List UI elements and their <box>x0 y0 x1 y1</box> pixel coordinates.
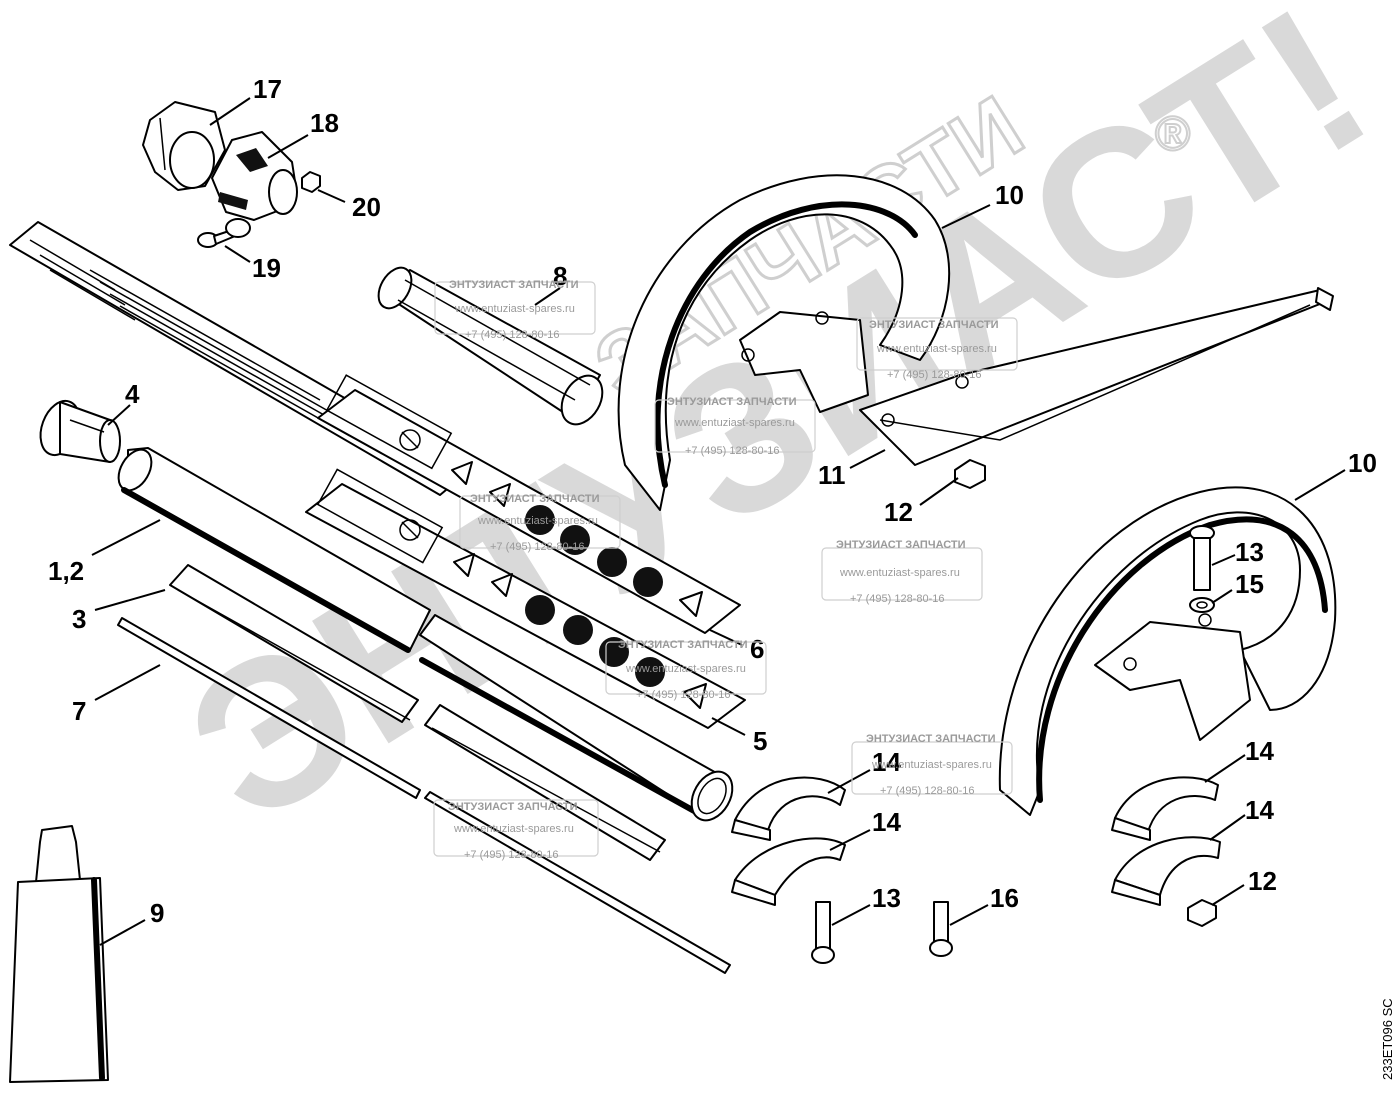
part-14-clamp-a <box>731 776 846 841</box>
stamp-phone: +7 (495) 128-80-16 <box>880 785 974 797</box>
part-1-2-tube <box>117 447 734 822</box>
stamp-url: www.entuziast-spares.ru <box>453 823 574 835</box>
part-3-liner <box>169 564 666 861</box>
part-15-washer <box>1189 597 1215 613</box>
stamp-phone: +7 (495) 128-80-16 <box>464 849 558 861</box>
stamp-phone: +7 (495) 128-80-16 <box>685 445 779 457</box>
drawing-code: 233ET096 SC <box>1380 998 1395 1080</box>
part-12-nut-upper <box>954 459 986 489</box>
stamp-title: ЭНТУЗИАСТ ЗАПЧАСТИ <box>866 733 996 745</box>
part-19-screw <box>197 218 251 248</box>
part-8-sleeve <box>377 266 604 426</box>
callout-12-lower: 12 <box>1248 866 1277 896</box>
callout-6: 6 <box>750 634 764 664</box>
watermark-stamp-3: ЭНТУЗИАСТ ЗАПЧАСТИ www.entuziast-spares.… <box>654 396 816 457</box>
callout-18: 18 <box>310 108 339 138</box>
stamp-url: www.entuziast-spares.ru <box>674 417 795 429</box>
stamp-url: www.entuziast-spares.ru <box>477 515 598 527</box>
watermark-registered: ® <box>1155 108 1190 161</box>
callout-14-b: 14 <box>872 807 901 837</box>
leader-lines <box>91 97 1346 946</box>
callout-19: 19 <box>252 253 281 283</box>
watermark-stamp-4: ЭНТУЗИАСТ ЗАПЧАСТИ www.entuziast-spares.… <box>459 493 621 553</box>
callout-17: 17 <box>253 74 282 104</box>
stamp-url: www.entuziast-spares.ru <box>839 567 960 579</box>
part-12-nut-lower <box>1187 899 1217 927</box>
callout-20: 20 <box>352 192 381 222</box>
callout-1-2: 1,2 <box>48 556 84 586</box>
callout-13-lower: 13 <box>872 883 901 913</box>
stamp-phone: +7 (495) 128-80-16 <box>887 369 981 381</box>
stamp-phone: +7 (495) 128-80-16 <box>636 689 730 701</box>
watermark-stamp-1: ЭНТУЗИАСТ ЗАПЧАСТИ www.entuziast-spares.… <box>434 279 596 341</box>
stamp-url: www.entuziast-spares.ru <box>625 663 746 675</box>
stamp-title: ЭНТУЗИАСТ ЗАПЧАСТИ <box>449 279 579 291</box>
watermark-stamp-8: ЭНТУЗИАСТ ЗАПЧАСТИ www.entuziast-spares.… <box>433 799 599 861</box>
callout-14-a: 14 <box>872 747 901 777</box>
callout-9: 9 <box>150 898 164 928</box>
part-4-bushing <box>39 399 121 463</box>
part-5-decal <box>305 468 746 729</box>
part-20-nut <box>301 171 321 193</box>
part-14-clamp-c <box>1111 776 1219 841</box>
stamp-phone: +7 (495) 128-80-16 <box>850 593 944 605</box>
part-9-grease-tube <box>9 825 109 1083</box>
callout-labels: 17 18 20 19 8 4 1,2 3 7 9 6 5 10 10 11 1… <box>48 74 1377 928</box>
watermark-stamp-5: ЭНТУЗИАСТ ЗАПЧАСТИ www.entuziast-spares.… <box>821 539 983 605</box>
part-7-shaft <box>117 617 731 974</box>
callout-8: 8 <box>553 261 567 291</box>
part-16-screw <box>929 901 953 957</box>
part-6-decal <box>317 374 741 634</box>
stamp-title: ЭНТУЗИАСТ ЗАПЧАСТИ <box>448 801 578 813</box>
part-14-clamp-d <box>1111 836 1221 906</box>
stamp-title: ЭНТУЗИАСТ ЗАПЧАСТИ <box>836 539 966 551</box>
callout-5: 5 <box>753 726 767 756</box>
stamp-url: www.entuziast-spares.ru <box>871 759 992 771</box>
watermark-stamp-6: ЭНТУЗИАСТ ЗАПЧАСТИ www.entuziast-spares.… <box>605 639 767 701</box>
callout-7: 7 <box>72 696 86 726</box>
stamp-title: ЭНТУЗИАСТ ЗАПЧАСТИ <box>470 493 600 505</box>
stamp-phone: +7 (495) 128-80-16 <box>465 329 559 341</box>
watermark-stamp-7: ЭНТУЗИАСТ ЗАПЧАСТИ www.entuziast-spares.… <box>851 733 1013 797</box>
callout-16: 16 <box>990 883 1019 913</box>
stamp-url: www.entuziast-spares.ru <box>454 303 575 315</box>
part-10-loop-handle-lower <box>998 486 1337 816</box>
callout-3: 3 <box>72 604 86 634</box>
callout-11: 11 <box>818 460 846 490</box>
part-17-clamp <box>142 101 226 191</box>
stamp-phone: +7 (495) 128-80-16 <box>490 541 584 553</box>
callout-10-lower: 10 <box>1348 448 1377 478</box>
part-14-clamp-b <box>731 837 846 906</box>
callout-15: 15 <box>1235 569 1264 599</box>
callout-14-c: 14 <box>1245 736 1274 766</box>
callout-13-upper: 13 <box>1235 537 1264 567</box>
stamp-title: ЭНТУЗИАСТ ЗАПЧАСТИ <box>618 639 748 651</box>
part-13-screw-upper <box>1189 525 1215 591</box>
stamp-url: www.entuziast-spares.ru <box>876 343 997 355</box>
callout-12-upper: 12 <box>884 497 913 527</box>
callout-10-upper: 10 <box>995 180 1024 210</box>
stamp-title: ЭНТУЗИАСТ ЗАПЧАСТИ <box>869 319 999 331</box>
watermark-stamp-2: ЭНТУЗИАСТ ЗАПЧАСТИ www.entuziast-spares.… <box>856 317 1018 381</box>
stamp-title: ЭНТУЗИАСТ ЗАПЧАСТИ <box>667 396 797 408</box>
callout-4: 4 <box>125 379 140 409</box>
part-13-screw-lower <box>811 901 835 964</box>
callout-14-d: 14 <box>1245 795 1274 825</box>
